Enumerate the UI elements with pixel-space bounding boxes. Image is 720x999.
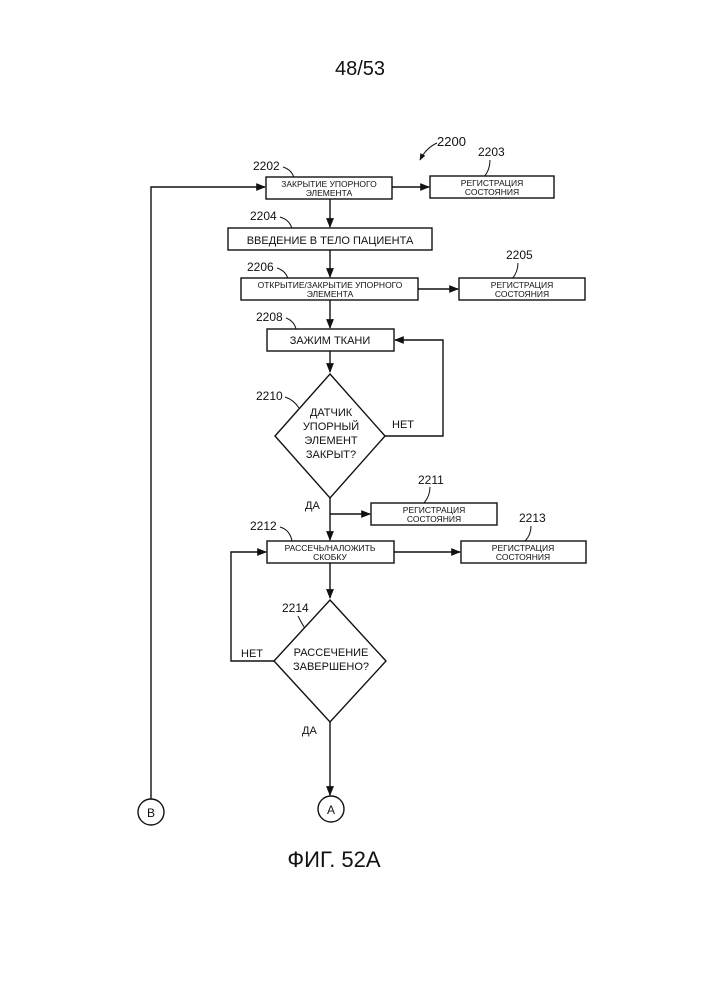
box-2202-line2: ЭЛЕМЕНТА bbox=[306, 188, 353, 198]
ref-2211-leader bbox=[424, 487, 430, 503]
figure-ref: 2200 bbox=[437, 134, 466, 149]
ref-2208: 2208 bbox=[256, 310, 283, 324]
ref-2202: 2202 bbox=[253, 159, 280, 173]
ref-2204: 2204 bbox=[250, 209, 277, 223]
diamond-2214-line2: ЗАВЕРШЕНО? bbox=[293, 661, 369, 673]
connector-a-label: A bbox=[327, 803, 335, 817]
ref-2213-leader bbox=[525, 526, 531, 541]
label-2214-yes: ДА bbox=[302, 725, 317, 737]
box-2205-line2: СОСТОЯНИЯ bbox=[495, 289, 549, 299]
ref-2214: 2214 bbox=[282, 601, 309, 615]
ref-2210-leader bbox=[285, 397, 299, 408]
label-2210-no: НЕТ bbox=[392, 419, 414, 431]
box-2206-line2: ЭЛЕМЕНТА bbox=[307, 289, 354, 299]
box-2211-line2: СОСТОЯНИЯ bbox=[407, 514, 461, 524]
page-number: 48/53 bbox=[335, 58, 385, 80]
diamond-2210-line1: ДАТЧИК bbox=[310, 407, 353, 419]
label-2210-yes: ДА bbox=[305, 500, 320, 512]
ref-2204-leader bbox=[280, 217, 292, 229]
diamond-2210-line4: ЗАКРЫТ? bbox=[306, 449, 356, 461]
box-2212-line2: СКОБКУ bbox=[313, 552, 347, 562]
ref-2206: 2206 bbox=[247, 260, 274, 274]
ref-2213: 2213 bbox=[519, 511, 546, 525]
ref-2211: 2211 bbox=[418, 473, 444, 487]
diamond-2214-line1: РАССЕЧЕНИЕ bbox=[294, 647, 369, 659]
ref-2212-leader bbox=[280, 527, 292, 541]
figure-ref-arrow bbox=[420, 143, 437, 160]
label-2214-no: НЕТ bbox=[241, 648, 263, 660]
ref-2203: 2203 bbox=[478, 145, 505, 159]
ref-2205: 2205 bbox=[506, 248, 533, 262]
ref-2205-leader bbox=[512, 263, 518, 279]
box-2204-line1: ВВЕДЕНИЕ В ТЕЛО ПАЦИЕНТА bbox=[247, 235, 414, 247]
ref-2210: 2210 bbox=[256, 389, 283, 403]
diamond-2210-line3: ЭЛЕМЕНТ bbox=[304, 435, 358, 447]
ref-2203-leader bbox=[484, 160, 490, 177]
ref-2212: 2212 bbox=[250, 519, 277, 533]
figure-caption: ФИГ. 52А bbox=[287, 847, 380, 872]
loop-2214-no bbox=[231, 552, 274, 661]
box-2203-line2: СОСТОЯНИЯ bbox=[465, 187, 519, 197]
diamond-2210-line2: УПОРНЫЙ bbox=[303, 420, 359, 433]
box-2208-line1: ЗАЖИМ ТКАНИ bbox=[290, 335, 371, 347]
box-2213-line2: СОСТОЯНИЯ bbox=[496, 552, 550, 562]
connector-b-label: B bbox=[147, 806, 155, 820]
ref-2208-leader bbox=[286, 318, 296, 329]
